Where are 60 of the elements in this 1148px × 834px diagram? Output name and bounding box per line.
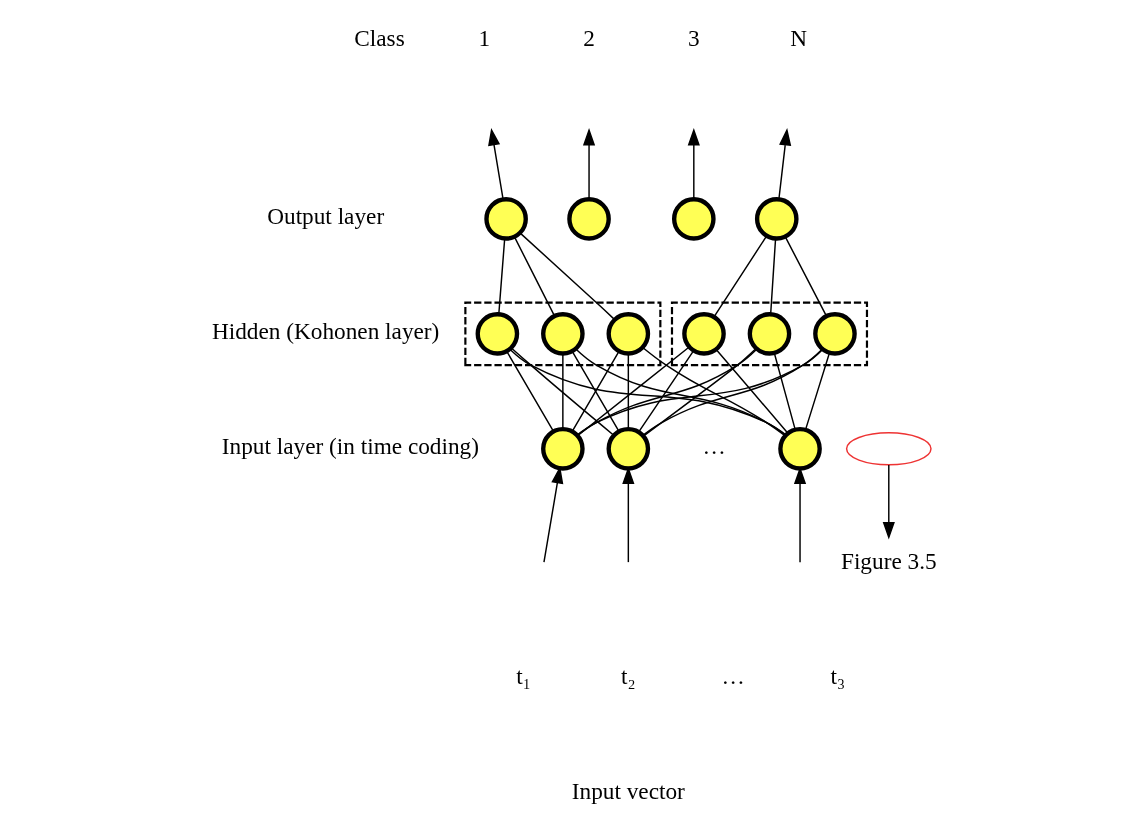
- label: 3: [687, 24, 700, 51]
- node-circle: [606, 426, 650, 471]
- node-circle: [606, 312, 650, 356]
- connector: [714, 348, 788, 434]
- label: N: [789, 24, 807, 51]
- arrow: [687, 128, 700, 200]
- connector: [508, 348, 787, 436]
- arrow: [621, 466, 634, 563]
- node-text: Figure 3.5: [840, 548, 937, 575]
- connector: [510, 347, 614, 436]
- node-circle: [777, 426, 822, 471]
- arrow: [777, 128, 791, 200]
- node-circle: [812, 312, 857, 356]
- connector: [575, 348, 823, 436]
- node-circle: [475, 312, 519, 356]
- node-circle: [681, 312, 726, 356]
- node-circle: [754, 197, 799, 241]
- cluster: [670, 301, 868, 367]
- connector: [574, 348, 786, 436]
- node-ellipse: [845, 432, 932, 466]
- node-circle: [566, 197, 611, 241]
- connector: [627, 353, 629, 430]
- connector: [773, 352, 796, 431]
- connector: [561, 353, 564, 430]
- node-circle: [540, 312, 585, 356]
- label: Output layer: [266, 203, 384, 230]
- connector: [641, 346, 785, 437]
- arrow: [487, 128, 504, 201]
- connector: [769, 238, 776, 315]
- label: Input vector: [571, 778, 685, 805]
- label: t₂: [620, 663, 636, 690]
- label: …: [702, 433, 726, 460]
- arrow: [882, 464, 895, 540]
- connector: [519, 232, 615, 321]
- connector: [576, 348, 757, 437]
- connector: [576, 346, 690, 437]
- node-circle: [671, 197, 716, 241]
- connector: [497, 238, 505, 315]
- label: t₃: [830, 663, 845, 690]
- connector: [784, 236, 827, 317]
- label: Hidden (Kohonen layer): [211, 318, 439, 345]
- label: …: [720, 663, 745, 690]
- connector: [637, 350, 694, 433]
- node-circle: [483, 197, 528, 241]
- label: t₁: [515, 663, 531, 690]
- connector: [712, 235, 767, 318]
- label: Class: [353, 24, 405, 51]
- cluster: [463, 301, 661, 367]
- connector: [642, 347, 757, 437]
- connector: [571, 350, 620, 433]
- label: 2: [582, 24, 595, 51]
- label: 1: [477, 24, 490, 51]
- arrow: [582, 128, 595, 200]
- connector: [804, 352, 830, 431]
- node-circle: [747, 312, 791, 356]
- node-circle: [540, 426, 585, 471]
- connector: [505, 350, 554, 433]
- connector: [513, 236, 555, 317]
- label: Input layer (in time coding): [221, 433, 479, 460]
- connector: [641, 348, 823, 437]
